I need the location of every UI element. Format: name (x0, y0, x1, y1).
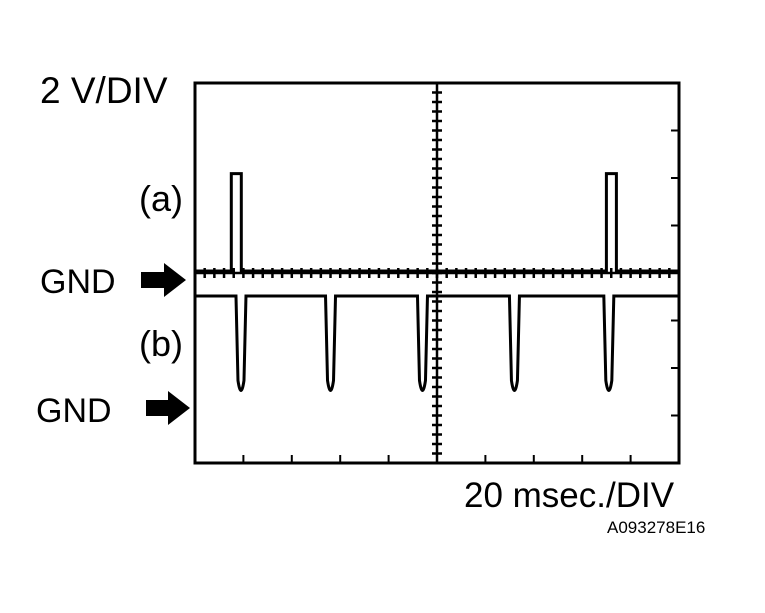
gnd-arrow-a-icon (141, 263, 186, 297)
time-per-division-label: 20 msec./DIV (464, 476, 675, 515)
channel-a-trace (195, 172, 679, 273)
channel-b-trace (195, 294, 679, 392)
channel-a-ground-label: GND (40, 263, 116, 301)
channel-b-label: (b) (139, 323, 183, 364)
figure-code: A093278E16 (607, 518, 706, 537)
channel-a-label: (a) (139, 178, 183, 219)
center-axes (193, 81, 681, 465)
gnd-arrow-b-icon (146, 391, 190, 425)
channel-b-ground-label: GND (36, 392, 112, 430)
volts-per-division-label: 2 V/DIV (40, 70, 168, 111)
